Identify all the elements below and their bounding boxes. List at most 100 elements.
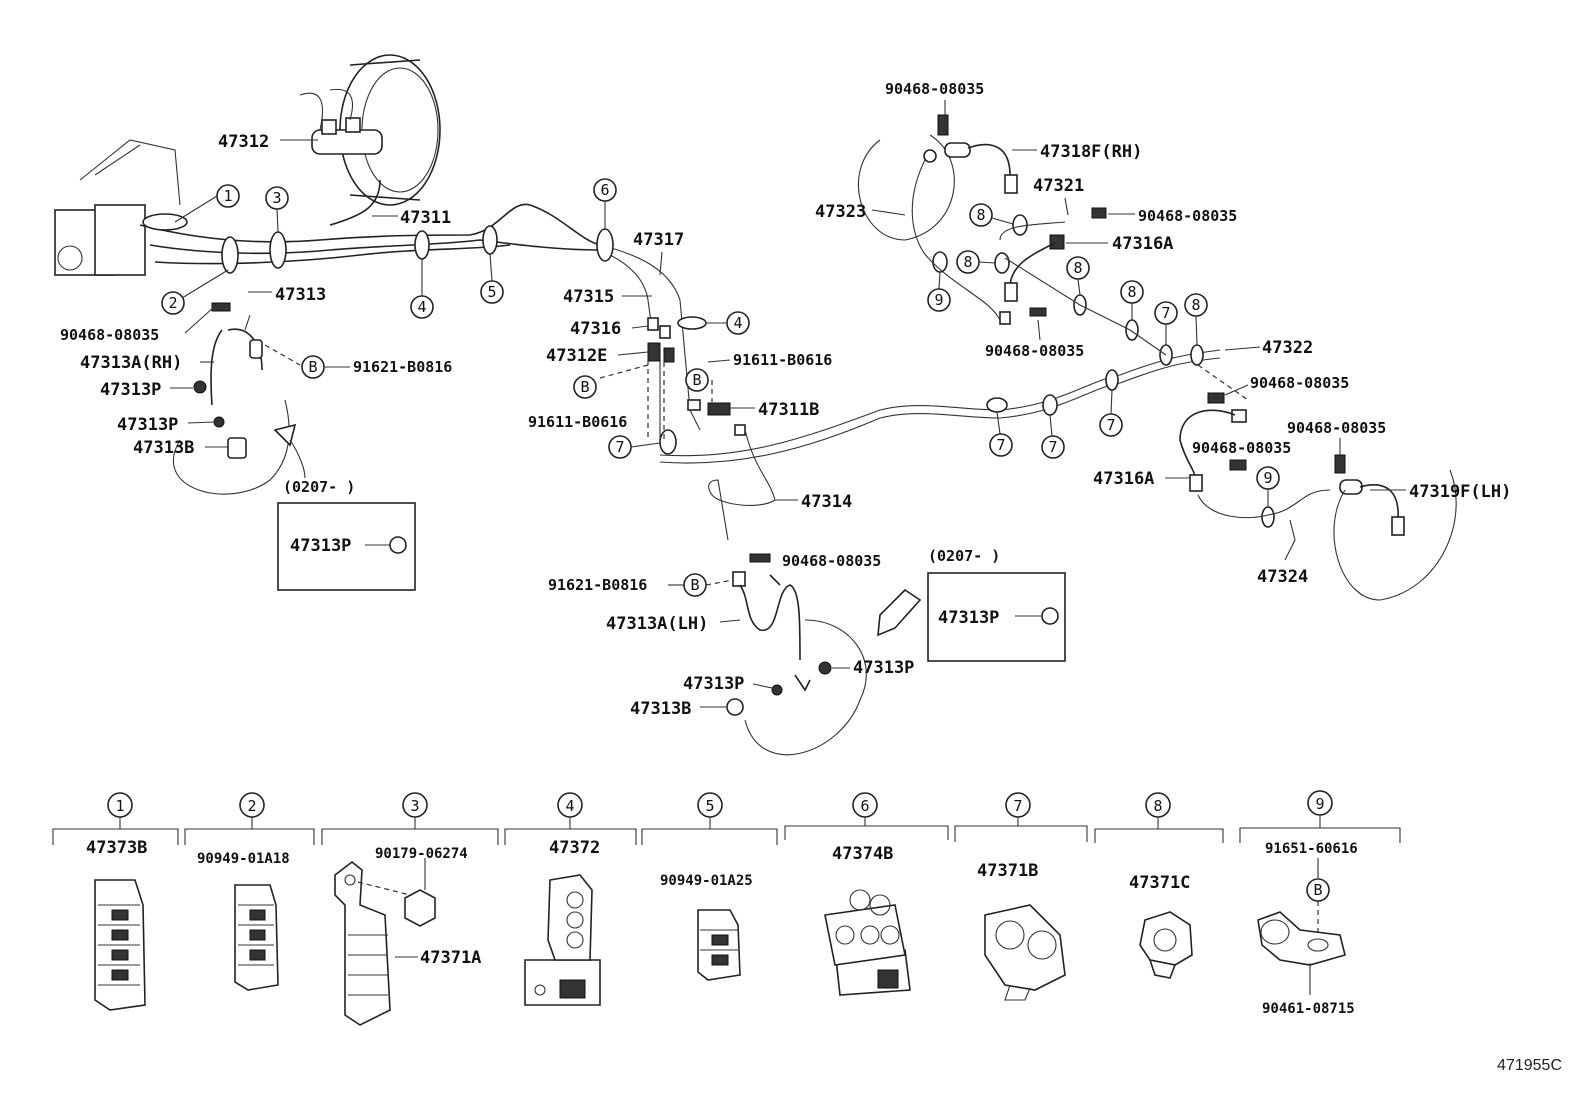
svg-text:7: 7 [1013,797,1022,815]
clip-47372-shape [524,874,601,1006]
legend-group-1: 1 47373B [52,792,179,1011]
label-47313b-b: 47313B [630,699,691,719]
clip-47371b-shape [984,904,1066,1001]
b-marker-legend: B [1306,878,1330,902]
abs-actuator [54,139,181,276]
center-fittings [599,317,746,440]
label-47313p-box2: 47313P [938,608,999,628]
part-labels: 47312 47311 47313 90468-08035 47313A(RH)… [60,80,1511,719]
legend-47371b: 47371B [977,861,1038,881]
callout-7b: 7 [989,433,1013,457]
legend-group-3: 3 90179-06274 47371A [321,792,499,1026]
label-47323: 47323 [815,202,866,222]
clip-90461-08715-shape [1257,911,1346,966]
label-47311b: 47311B [758,400,819,420]
label-47313b-a: 47313B [133,438,194,458]
front-rh-hose [172,302,301,495]
label-91621-b: 91621-B0816 [548,576,647,594]
legend-47371c: 47371C [1129,873,1190,893]
label-47313p-a: 47313P [100,380,161,400]
rear-lh-right [1179,346,1457,601]
b-marker-3: B [685,368,709,392]
svg-text:6: 6 [860,797,869,815]
label-90468-g: 90468-08035 [1192,439,1291,457]
label-47314: 47314 [801,492,852,512]
clip-47373b-shape [94,879,146,1011]
callout-2: 2 [161,291,185,315]
svg-text:7: 7 [615,438,624,456]
label-47319f: 47319F(LH) [1409,482,1511,502]
legend-group-4: 4 47372 [504,792,637,1006]
label-47312: 47312 [218,132,269,152]
svg-text:3: 3 [272,189,281,207]
legend-group-8: 8 47371C [1094,792,1224,979]
label-47321: 47321 [1033,176,1084,196]
label-47316: 47316 [570,319,621,339]
callout-7c: 7 [1041,435,1065,459]
label-47315: 47315 [563,287,614,307]
svg-text:8: 8 [1191,296,1200,314]
callout-7e: 7 [1154,301,1178,325]
master-cylinder [299,88,383,155]
svg-text:4: 4 [565,797,574,815]
label-47324: 47324 [1257,567,1308,587]
callout-circles: 1 2 3 4 5 6 4 7 7 7 7 7 8 8 8 8 8 9 9 [161,178,1280,597]
legend-group-7: 7 47371B [954,792,1088,1001]
label-90468-d: 90468-08035 [985,342,1084,360]
svg-text:7: 7 [1048,438,1057,456]
svg-text:8: 8 [1073,259,1082,277]
label-47313p-d: 47313P [853,658,914,678]
clip-90949-01a25-shape [697,909,741,981]
callout-8c: 8 [1066,256,1090,280]
callout-9b: 9 [1256,466,1280,490]
legend-90461-08715: 90461-08715 [1262,1001,1355,1017]
label-47313p-b: 47313P [117,415,178,435]
svg-text:4: 4 [417,298,426,316]
label-91611-a: 91611-B0616 [528,413,627,431]
svg-text:4: 4 [733,314,742,332]
callout-1: 1 [216,184,240,208]
legend-47374b: 47374B [832,844,893,864]
svg-text:B: B [308,358,317,376]
svg-text:7: 7 [996,436,1005,454]
label-date-2: (0207- ) [928,547,1000,565]
legend-group-6: 6 47374B [784,792,949,996]
svg-text:2: 2 [168,294,177,312]
callout-4a: 4 [410,295,434,319]
svg-text:7: 7 [1106,416,1115,434]
legend-91651-60616: 91651-60616 [1265,841,1358,857]
label-90468-f: 90468-08035 [1287,419,1386,437]
callout-4b: 4 [726,311,750,335]
clip-47371a-shape [334,858,436,1026]
clip-90949-01a18-shape [234,884,279,991]
svg-text:9: 9 [934,291,943,309]
label-47312e: 47312E [546,346,607,366]
callout-6: 6 [593,178,617,202]
label-90468-top: 90468-08035 [885,80,984,98]
svg-text:8: 8 [963,253,972,271]
svg-text:1: 1 [223,187,232,205]
inset-box-1 [277,502,416,591]
label-90468-a: 90468-08035 [60,326,159,344]
callout-8d: 8 [1120,280,1144,304]
callout-8a: 8 [969,203,993,227]
callout-9a: 9 [927,288,951,312]
label-47316a-a: 47316A [1112,234,1173,254]
svg-text:3: 3 [410,797,419,815]
legend-47371a: 47371A [420,948,481,968]
svg-text:8: 8 [976,206,985,224]
svg-text:9: 9 [1315,795,1324,813]
label-91621-a: 91621-B0816 [353,358,452,376]
svg-text:9: 9 [1263,469,1272,487]
svg-text:B: B [1313,881,1322,899]
legend-90179-06274: 90179-06274 [375,846,468,862]
label-90468-c: 90468-08035 [1138,207,1237,225]
inset-arrow-1 [273,423,306,479]
svg-text:8: 8 [1153,797,1162,815]
svg-text:1: 1 [115,797,124,815]
callout-5: 5 [480,280,504,304]
legend-90949-01a18: 90949-01A18 [197,851,290,867]
callout-3: 3 [265,186,289,210]
svg-text:5: 5 [487,283,496,301]
